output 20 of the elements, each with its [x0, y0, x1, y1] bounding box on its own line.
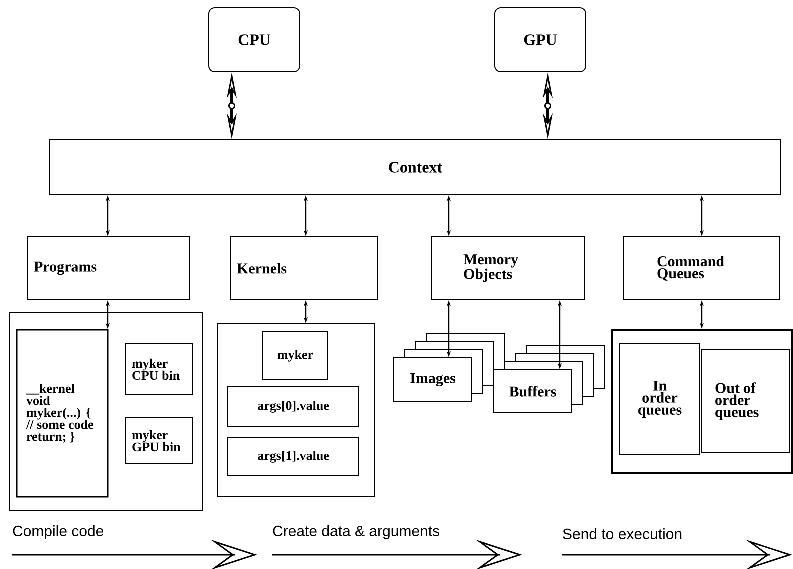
- process-box: Kernels: [230, 236, 378, 300]
- queue-box: Out of order queues: [702, 350, 790, 454]
- step-label: Create data & arguments: [273, 526, 440, 540]
- argument-box: args[0].value: [228, 386, 360, 428]
- buffer-box: Buffers: [494, 370, 572, 414]
- process-box: Memory Objects: [432, 236, 586, 300]
- step-label: Send to execution: [563, 528, 682, 540]
- process-box: GPU: [494, 8, 586, 72]
- binary-box: myker CPU bin: [126, 344, 194, 396]
- queue-box: In order queues: [620, 344, 700, 456]
- binary-box: myker GPU bin: [126, 418, 194, 464]
- argument-box: args[1].value: [228, 438, 360, 476]
- kernel-box: myker: [262, 332, 328, 380]
- step-label: Compile code: [13, 526, 104, 540]
- process-box: Command Queues: [624, 236, 780, 300]
- process-box: CPU: [208, 8, 300, 72]
- process-box: Programs: [28, 236, 190, 300]
- code-box: __kernel void myker(...) { // some code return; }: [16, 329, 109, 498]
- context-box: Context: [50, 140, 782, 196]
- image-box: Images: [394, 358, 472, 402]
